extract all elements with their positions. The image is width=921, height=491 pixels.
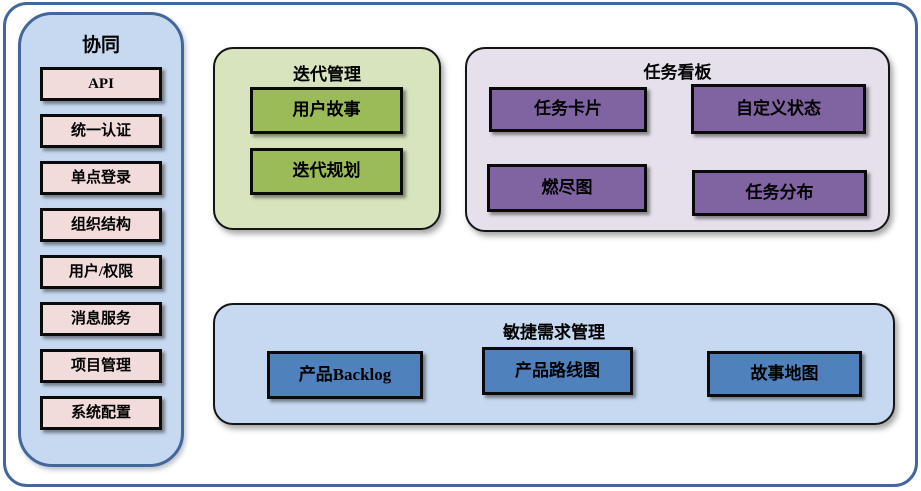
sidebar-collaboration-panel: 协同 API 统一认证 单点登录 组织结构 用户/权限 消息服务 项目管理 系统… (18, 12, 184, 467)
item-custom-status: 自定义状态 (691, 84, 866, 134)
sidebar-items: API 统一认证 单点登录 组织结构 用户/权限 消息服务 项目管理 系统配置 (21, 67, 181, 430)
item-product-roadmap: 产品路线图 (482, 347, 633, 395)
item-story-map: 故事地图 (707, 351, 862, 397)
sidebar-item-project-management: 项目管理 (40, 349, 162, 383)
item-iteration-planning: 迭代规划 (250, 148, 403, 195)
sidebar-item-users-permissions: 用户/权限 (40, 255, 162, 289)
item-burndown-chart: 燃尽图 (487, 164, 647, 212)
panel-agile-requirements: 敏捷需求管理 产品Backlog 产品路线图 故事地图 (213, 303, 895, 425)
item-product-backlog: 产品Backlog (267, 351, 423, 399)
sidebar-item-system-config: 系统配置 (40, 396, 162, 430)
item-task-distribution: 任务分布 (692, 170, 867, 216)
panel-kanban-title: 任务看板 (643, 63, 712, 82)
panel-requirements-title: 敏捷需求管理 (503, 323, 605, 342)
sidebar-item-unified-auth: 统一认证 (40, 114, 162, 148)
panel-iteration-title: 迭代管理 (293, 65, 361, 84)
panel-iteration-management: 迭代管理 用户故事 迭代规划 (213, 47, 441, 230)
sidebar-title: 协同 (81, 35, 120, 56)
sidebar-item-message-service: 消息服务 (40, 302, 162, 336)
item-task-card: 任务卡片 (489, 87, 647, 132)
panel-task-kanban: 任务看板 任务卡片 自定义状态 燃尽图 任务分布 (465, 47, 890, 232)
sidebar-item-sso: 单点登录 (40, 161, 162, 195)
item-user-story: 用户故事 (250, 87, 403, 134)
sidebar-item-api: API (40, 67, 162, 101)
sidebar-item-org-structure: 组织结构 (40, 208, 162, 242)
